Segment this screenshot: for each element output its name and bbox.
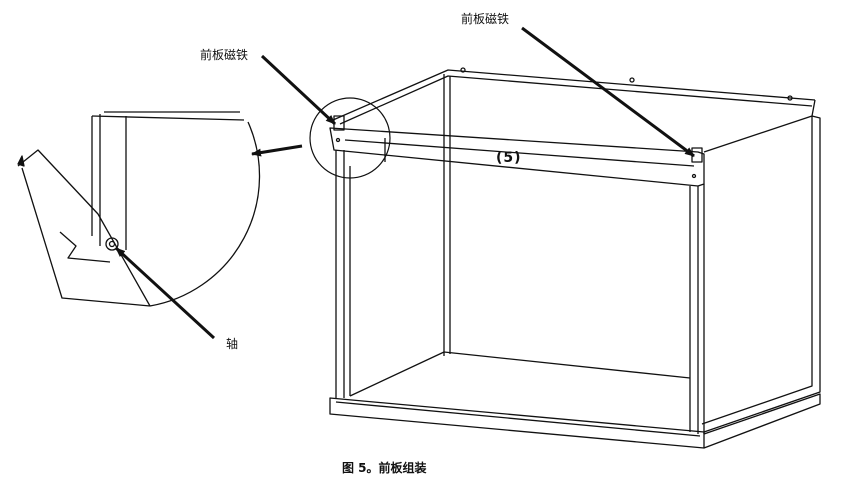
right-front-post — [689, 184, 705, 434]
arrow-left-magnet — [260, 54, 337, 126]
detail-frame-post — [91, 114, 127, 250]
detail-top-edge — [91, 111, 245, 121]
detail-circle-arc — [149, 121, 261, 307]
part-number-label: (5) — [496, 150, 522, 166]
detail-callout-circle — [309, 97, 391, 179]
base-inner-line — [335, 401, 701, 437]
pivot-point-inner — [108, 240, 116, 248]
top-mount-hole — [787, 95, 793, 101]
front-magnet-label-right: 前板磁铁 — [461, 12, 510, 26]
leader-arrows — [114, 26, 695, 340]
front-magnet-label-left: 前板磁铁 — [200, 48, 249, 62]
base-right — [703, 393, 821, 449]
right-top-edge — [703, 99, 816, 153]
panel-tip-marker — [17, 155, 25, 167]
top-mount-hole — [629, 77, 635, 83]
rear-left-post — [443, 74, 451, 356]
pivot-point — [105, 237, 119, 251]
arrow-right-magnet — [521, 26, 695, 158]
detail-hinged-panel — [17, 149, 151, 307]
right-side-panel — [701, 115, 821, 433]
top-mount-hole — [460, 67, 466, 73]
pivot-label: 轴 — [226, 337, 239, 351]
top-back-inner-edge — [339, 75, 813, 125]
bar-screw — [691, 173, 697, 179]
top-back-edge — [332, 69, 816, 121]
arrow-to-detail — [251, 144, 303, 157]
magnified-detail — [17, 111, 261, 307]
cabinet-drawing — [329, 67, 821, 449]
figure-caption: 图 5。前板组装 — [342, 461, 427, 475]
arrow-pivot — [114, 246, 216, 340]
base-top-edge — [349, 351, 691, 397]
bar-screw — [335, 137, 341, 143]
left-front-post — [335, 150, 351, 398]
base-front — [329, 397, 705, 449]
